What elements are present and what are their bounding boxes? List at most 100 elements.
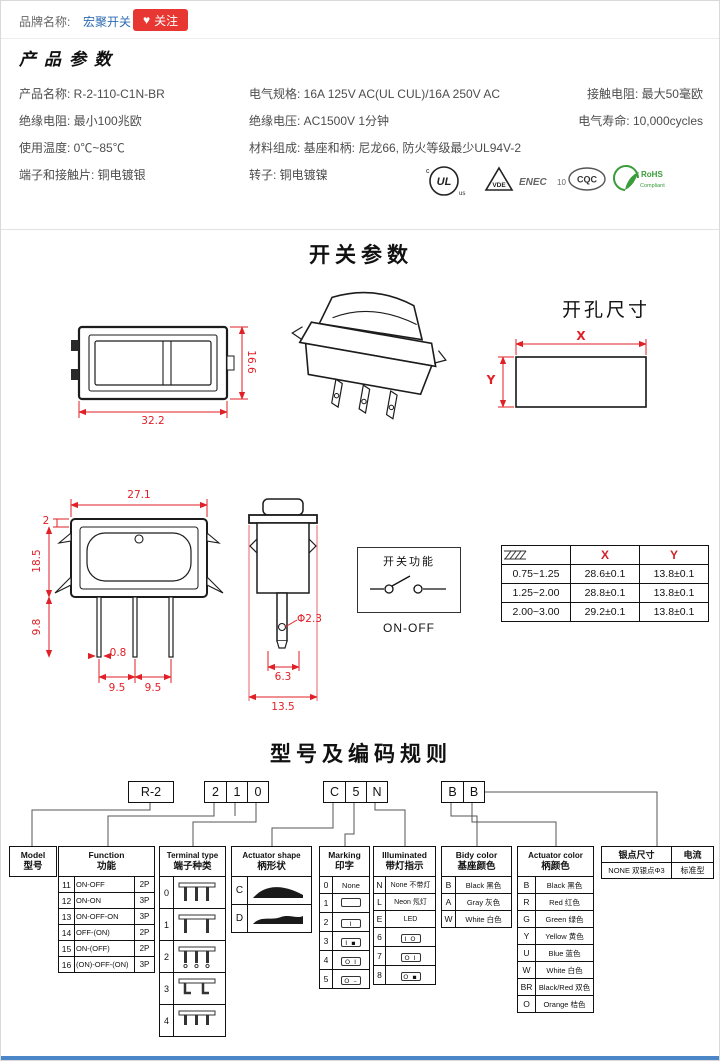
marking-code: 2 [319,912,333,932]
actuator-color-label: Red 红色 [535,893,594,911]
illuminated-code: L [373,893,386,911]
top-view-drawing [54,518,224,658]
dim-top-width: 27.1 [127,489,151,501]
ul-cert-icon: UL c us [426,166,465,197]
svg-text:ENEC: ENEC [519,177,548,188]
param-material: 材料组成: 基座和柄: 尼龙66, 防火等级最少UL94V-2 [249,141,522,155]
actuator-color-label: White 白色 [535,961,594,979]
actuator-color-code: O [517,995,536,1013]
dim-table-thickness: 1.25~2.00 [501,583,571,603]
svg-text:RoHS: RoHS [641,170,663,179]
dim-table-y: 13.8±0.1 [639,602,709,622]
actuator-color-code: W [517,961,536,979]
dim-table-x: 29.2±0.1 [570,602,640,622]
function-code: 13 [58,908,75,925]
body-color-code: W [441,910,456,928]
illuminated-code: E [373,910,386,928]
side-view-dimension-lines [248,525,318,701]
rocker-marking-icon [341,898,361,907]
terminal-pins-icon [178,946,216,968]
actuator-shape-code: D [231,904,248,933]
code-digit: 0 [247,782,268,802]
function-name: OFF-(ON) [74,924,135,941]
dim-tip-width: 6.3 [274,671,292,683]
vde-cert-icon: VDE [484,166,514,191]
switch-function-title: 开关功能 [383,556,435,568]
dim-lip: 2 [42,515,50,527]
marking-cell: I [332,912,370,932]
illuminated-code: 8 [373,965,386,985]
illuminated-label: None 不带灯 [385,876,436,894]
param-elec-life: 电气寿命: 10,000cycles [578,114,703,128]
code-box-digits: 2 1 0 [204,781,269,803]
cqc-cert-icon: CQC [568,167,606,191]
function-poles: 2P [134,876,155,893]
rohs-cert-icon: RoHS Compliant [613,165,665,191]
body-color-code: B [441,876,456,894]
actuator-color-code: G [517,910,536,928]
brand-name-link[interactable]: 宏聚开关 [83,15,132,29]
terminal-code: 2 [159,940,174,973]
actuator-shape-cell [247,904,312,933]
rocker-marking-icon: O I [400,953,421,962]
body-color-code: A [441,893,456,911]
dim-cutout-y: Y [486,373,496,387]
rocker-marking-icon: O ▪ [400,972,421,981]
current-header: 电流 [671,846,714,863]
dim-table-thickness: 2.00~3.00 [501,602,571,622]
code-letter: N [366,782,387,802]
side-view-drawing [248,498,318,649]
bottom-blue-bar [1,1056,719,1060]
param-rotor-plating: 转子: 铜电镀镍 [249,168,328,182]
panel-hatch-icon [504,550,527,560]
actuator-shape-d-icon [253,915,303,924]
follow-button[interactable]: ♥ 关注 [133,9,189,31]
function-poles: 3P [134,956,155,973]
rocker-marking-icon: O I [341,957,361,966]
switch-function-box: 开关功能 [357,547,461,613]
actuator-color-code: R [517,893,536,911]
svg-text:us: us [459,191,465,197]
dim-table-thickness: 0.75~1.25 [501,564,571,584]
terminal-pins-icon [178,1010,216,1025]
marking-cell: O – [332,969,370,989]
dim-pitch-right: 9.5 [144,682,162,694]
actuator-color-code: U [517,944,536,962]
dim-pitch-left: 9.5 [108,682,126,694]
actuator-color-code: BR [517,978,536,996]
front-view-dimension-lines [78,326,248,418]
marking-cell: I ▪ [332,931,370,951]
actuator-color-label: Blue 蓝色 [535,944,594,962]
perspective-view-drawing [291,291,447,420]
code-color: B [463,782,484,802]
code-box-model: R-2 [128,781,174,803]
terminal-cell [173,972,226,1005]
function-code: 14 [58,924,75,941]
cutout-drawing [498,339,647,408]
illuminated-code: 7 [373,946,386,966]
dim-table-header-x: X [570,545,640,565]
actuator-color-label: Black 黑色 [535,876,594,894]
svg-text:c: c [426,168,430,175]
dim-body-height: 18.5 [31,549,43,573]
param-electrical-rating: 电气规格: 16A 125V AC(UL CUL)/16A 250V AC [249,87,501,101]
marking-code: 4 [319,950,333,970]
coding-connector-lines [31,791,658,846]
switch-drawings-top [71,291,647,420]
function-poles: 2P [134,940,155,957]
terminal-cell [173,876,226,909]
function-code: 11 [58,876,75,893]
switch-symbol-icon [370,575,446,594]
marking-code: 0 [319,876,333,894]
marking-code: 5 [319,969,333,989]
function-name: ON-ON [74,892,135,909]
